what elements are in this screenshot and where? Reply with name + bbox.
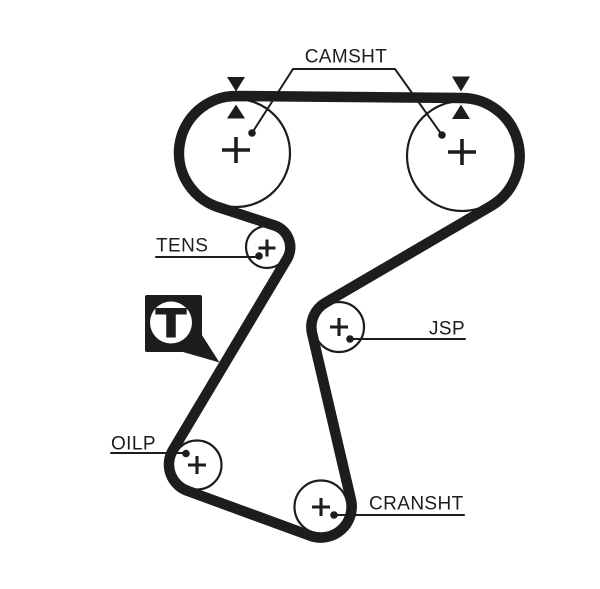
camsht-leader-dot-right bbox=[438, 131, 446, 139]
timing-mark-up-triangle-left-icon bbox=[227, 104, 245, 119]
jsp-label: JSP bbox=[429, 319, 465, 340]
timing-mark-down-triangle-right-icon bbox=[452, 76, 470, 92]
cransht-label: CRANSHT bbox=[369, 494, 464, 515]
camsht-callout: CAMSHT bbox=[248, 47, 446, 139]
t-badge-letter: T bbox=[156, 302, 186, 346]
camshaft-left-cross-icon bbox=[222, 137, 250, 163]
camsht-leader-dot-left bbox=[248, 129, 256, 137]
cransht-leader-dot bbox=[330, 511, 338, 519]
camshaft-right-cross-icon bbox=[448, 139, 476, 165]
tens-callout: TENS bbox=[155, 236, 263, 260]
jsp-callout: JSP bbox=[346, 319, 466, 343]
t-badge-circle bbox=[150, 301, 192, 344]
timing-mark-down-triangle-left-icon bbox=[227, 77, 245, 92]
tens-label: TENS bbox=[156, 236, 208, 257]
camsht-leader-line bbox=[251, 68, 443, 136]
jsp-leader-dot bbox=[346, 335, 354, 343]
crankshaft-cross-icon bbox=[312, 498, 330, 516]
timing-mark-up-triangle-right-icon bbox=[452, 104, 470, 119]
oilp-cross-icon bbox=[188, 456, 206, 474]
cransht-callout: CRANSHT bbox=[330, 494, 465, 519]
oilp-callout: OILP bbox=[110, 434, 190, 458]
tens-leader-dot bbox=[255, 252, 263, 260]
timing-marks bbox=[227, 76, 470, 119]
timing-belt bbox=[163, 90, 525, 543]
tensioner-cross-icon bbox=[258, 239, 276, 257]
oilp-label: OILP bbox=[111, 434, 156, 455]
jsp-cross-icon bbox=[330, 318, 348, 336]
pulley-center-crosses bbox=[188, 137, 476, 516]
oilp-leader-dot bbox=[182, 449, 190, 458]
t-badge: T bbox=[145, 295, 220, 363]
camsht-label: CAMSHT bbox=[305, 47, 388, 68]
